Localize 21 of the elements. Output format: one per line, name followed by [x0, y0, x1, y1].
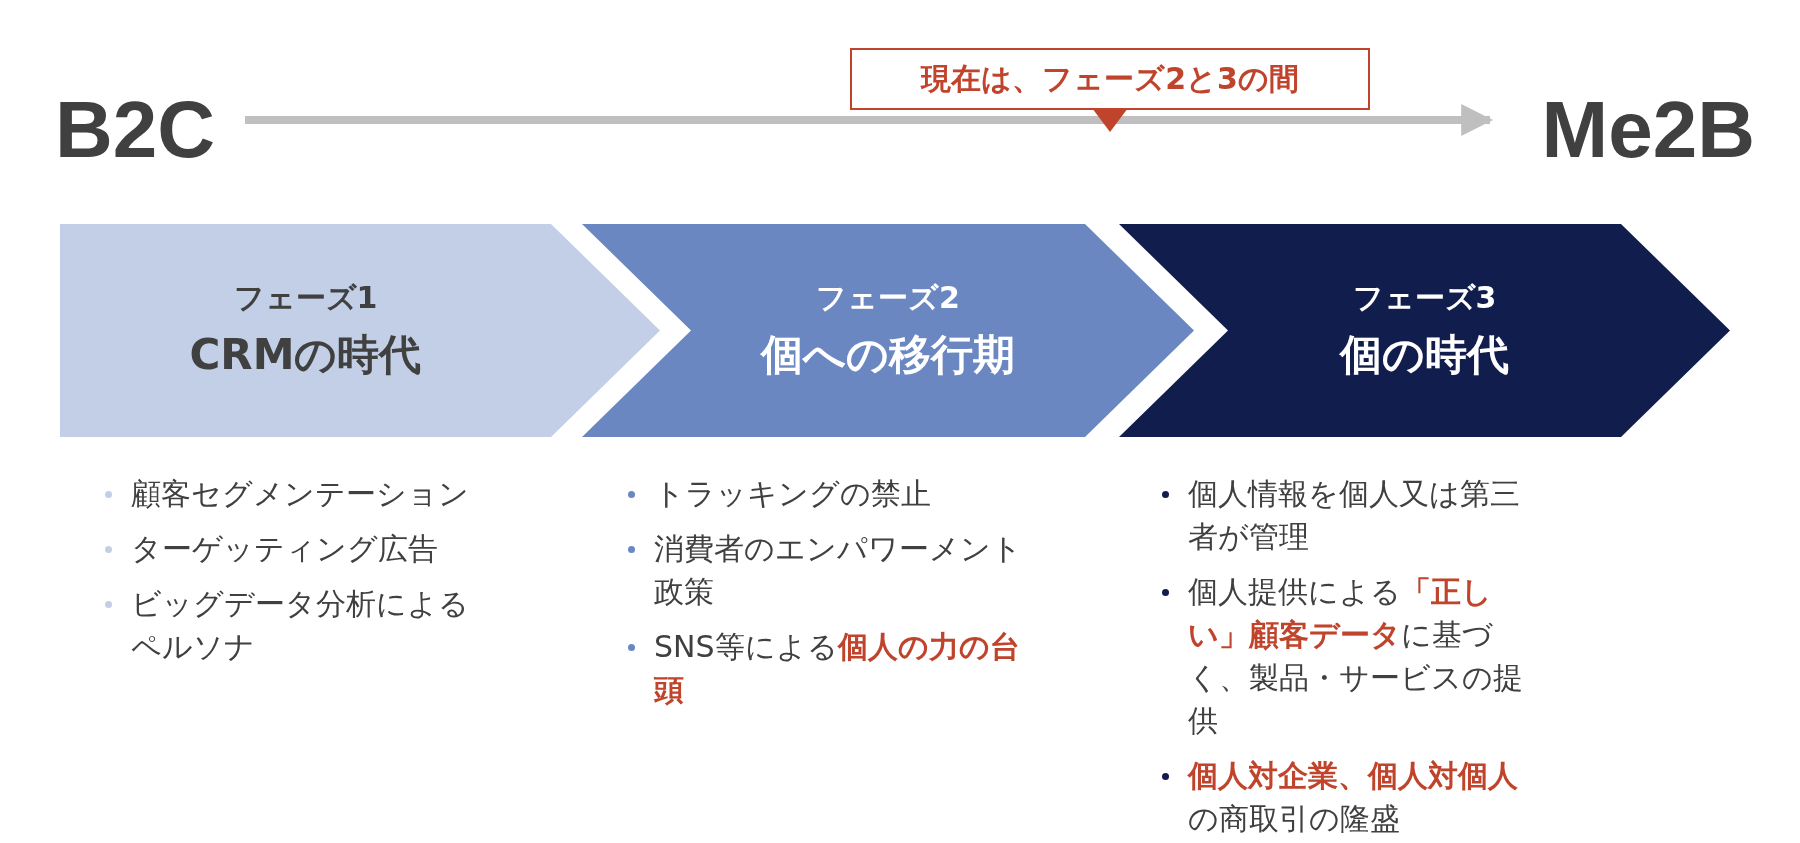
- stage-label: Me2B: [1495, 90, 1755, 170]
- bullet-item: ビッグデータ分析によるペルソナ: [103, 582, 471, 668]
- bullet-item: ターゲッティング広告: [103, 527, 471, 570]
- bullet-item: トラッキングの禁止: [626, 472, 1022, 515]
- chevron-step: [582, 224, 1194, 437]
- phase-title: 個の時代: [1340, 329, 1509, 381]
- bullet-item: SNS等による個人の力の台頭: [626, 625, 1022, 711]
- bullet-item: 顧客セグメンテーション: [103, 472, 471, 515]
- stage-label: B2C: [55, 90, 240, 170]
- bullet-item: 消費者のエンパワーメント政策: [626, 527, 1022, 613]
- phase-number: フェーズ1: [233, 279, 378, 317]
- phase-number: フェーズ2: [816, 279, 960, 317]
- chevron-step: [1119, 224, 1730, 437]
- bullet-item: 個人対企業、個人対個人の商取引の隆盛: [1160, 754, 1528, 840]
- bullet-item: 個人提供による「正しい」顧客データに基づく、製品・サービスの提供: [1160, 570, 1528, 742]
- phase-title: CRMの時代: [189, 329, 422, 381]
- callout-box: 現在は、フェーズ2と3の間: [850, 48, 1370, 110]
- phase-title: 個への移行期: [761, 329, 1015, 381]
- phase-number: フェーズ3: [1352, 279, 1497, 317]
- chevron-step: [60, 224, 660, 437]
- bullet-item: 個人情報を個人又は第三者が管理: [1160, 472, 1528, 558]
